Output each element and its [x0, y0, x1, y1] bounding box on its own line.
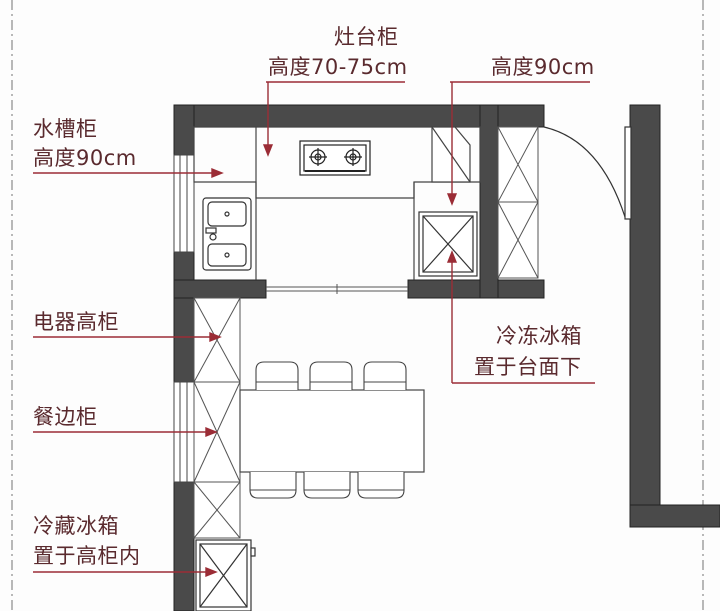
arrow-right-cabinet — [446, 193, 458, 206]
freezer-label-line2: 置于台面下 — [474, 355, 582, 379]
door-swing — [543, 126, 632, 220]
arrow-stove — [262, 144, 274, 157]
arrow-freezer — [446, 250, 458, 263]
dining-chairs — [249, 361, 407, 499]
sliding-door — [266, 284, 408, 294]
counters — [193, 126, 481, 280]
divider-left-stub — [173, 279, 267, 299]
stove-cabinet-label: 灶台柜 — [334, 25, 399, 49]
fridge-label-line2: 置于高柜内 — [33, 544, 141, 568]
right-cabinet-height: 高度90cm — [491, 55, 595, 79]
arrow-sink — [211, 167, 224, 179]
freezer-box — [418, 211, 478, 277]
left-wall-bottom — [173, 481, 195, 611]
left-wall-middle — [173, 251, 195, 383]
pillar — [479, 104, 499, 299]
stove-cabinet-height: 高度70-75cm — [268, 55, 408, 79]
left-tall-cabinets — [193, 297, 241, 539]
arrow-sideboard — [205, 426, 218, 438]
sink-cabinet-height: 高度90cm — [33, 146, 137, 170]
freezer-label-line1: 冷冻冰箱 — [496, 324, 582, 348]
fridge-box — [195, 539, 256, 611]
sink-cabinet-label: 水槽柜 — [33, 117, 98, 141]
annotation-leaders — [33, 81, 595, 578]
bottom-right-wall — [629, 504, 720, 528]
stove-icon — [299, 140, 371, 176]
divider-right-stub — [407, 279, 545, 299]
walls — [173, 104, 720, 611]
dining-table — [239, 389, 425, 473]
window-upper — [173, 154, 195, 253]
left-wall-top — [173, 104, 195, 156]
appliance-cabinet-label: 电器高柜 — [33, 310, 119, 334]
sink-icon — [202, 197, 252, 271]
range-hood-line — [431, 126, 471, 183]
arrow-appliance — [209, 331, 222, 343]
tall-closet — [497, 126, 539, 279]
right-wall — [629, 104, 661, 516]
sideboard-label: 餐边柜 — [33, 405, 98, 429]
fridge-label-line1: 冷藏冰箱 — [33, 514, 119, 538]
arrow-fridge — [205, 566, 218, 578]
